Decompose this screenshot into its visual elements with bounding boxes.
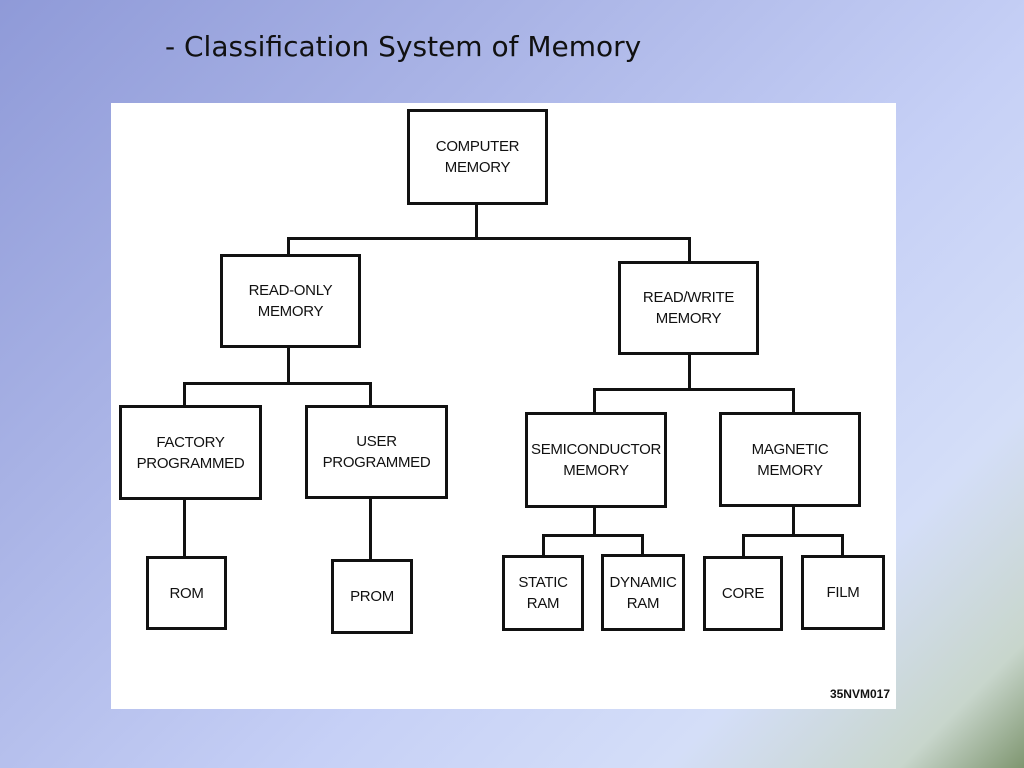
connector-to-read-only — [287, 237, 290, 256]
node-read-write-memory: READ/WRITE MEMORY — [618, 261, 759, 355]
node-rom: ROM — [146, 556, 227, 630]
node-prom: PROM — [331, 559, 413, 634]
connector-magnetic-bar — [742, 534, 844, 537]
node-computer-memory: COMPUTER MEMORY — [407, 109, 548, 205]
node-film: FILM — [801, 555, 885, 630]
connector-read-write-stem — [688, 353, 691, 389]
connector-level1-bar — [287, 237, 691, 240]
connector-to-read-write — [688, 237, 691, 263]
node-static-ram: STATIC RAM — [502, 555, 584, 631]
connector-read-only-bar — [183, 382, 372, 385]
connector-root-stem — [475, 203, 478, 238]
connector-to-magnetic — [792, 388, 795, 414]
connector-factory-to-rom — [183, 498, 186, 558]
connector-to-factory — [183, 382, 186, 407]
connector-to-core — [742, 534, 745, 558]
connector-semiconductor-bar — [542, 534, 644, 537]
node-magnetic-memory: MAGNETIC MEMORY — [719, 412, 861, 507]
connector-to-static-ram — [542, 534, 545, 557]
connector-to-dynamic-ram — [641, 534, 644, 556]
node-read-only-memory: READ-ONLY MEMORY — [220, 254, 361, 348]
node-semiconductor-memory: SEMICONDUCTOR MEMORY — [525, 412, 667, 508]
node-user-programmed: USER PROGRAMMED — [305, 405, 448, 499]
connector-user-to-prom — [369, 497, 372, 561]
connector-read-only-stem — [287, 346, 290, 383]
figure-code-label: 35NVM017 — [829, 687, 890, 701]
connector-semiconductor-stem — [593, 506, 596, 535]
node-factory-programmed: FACTORY PROGRAMMED — [119, 405, 262, 500]
connector-read-write-bar — [593, 388, 795, 391]
connector-magnetic-stem — [792, 505, 795, 535]
node-dynamic-ram: DYNAMIC RAM — [601, 554, 685, 631]
memory-classification-diagram: COMPUTER MEMORY READ-ONLY MEMORY READ/WR… — [111, 103, 896, 709]
node-core: CORE — [703, 556, 783, 631]
connector-to-user — [369, 382, 372, 407]
connector-to-semiconductor — [593, 388, 596, 414]
slide-title: - Classification System of Memory — [165, 30, 642, 63]
connector-to-film — [841, 534, 844, 557]
